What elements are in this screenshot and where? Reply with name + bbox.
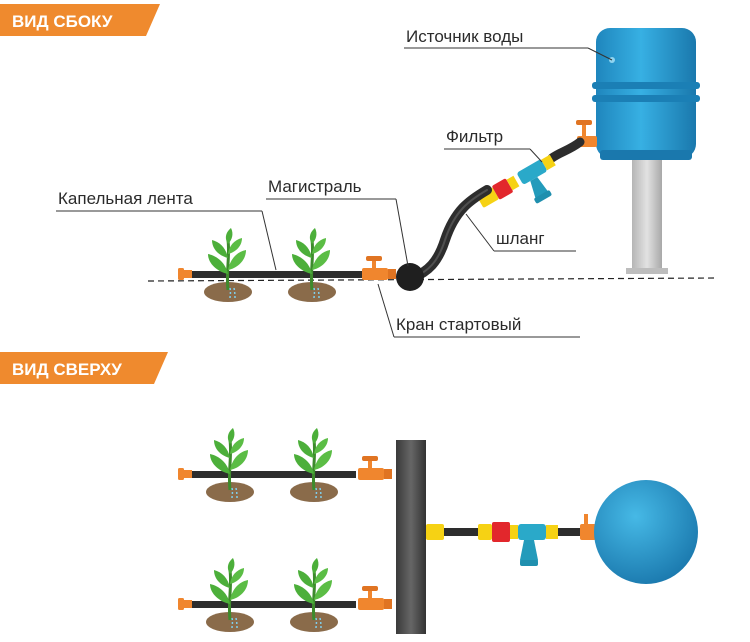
label-start-valve: Кран стартовый <box>377 283 580 338</box>
label-filter-text: Фильтр <box>446 127 503 146</box>
hose <box>407 185 492 283</box>
drip-tape-top-1 <box>184 471 356 478</box>
plant-side-2 <box>286 226 338 304</box>
label-main-line-text: Магистраль <box>268 177 362 196</box>
side-view-banner: ВИД СБОКУ <box>0 4 160 36</box>
water-tank-top <box>594 480 698 584</box>
start-valve-top-1 <box>358 456 392 480</box>
water-tank <box>592 28 700 160</box>
label-hose-text: шланг <box>496 229 545 248</box>
label-start-valve-text: Кран стартовый <box>396 315 521 334</box>
end-cap-side <box>178 268 192 280</box>
plant-top-2 <box>288 426 340 504</box>
label-water-source: Источник воды <box>404 27 613 61</box>
label-water-source-text: Источник воды <box>406 27 523 46</box>
end-cap-top-1 <box>178 468 192 480</box>
drip-tape-side <box>184 271 364 278</box>
end-cap-top-2 <box>178 598 192 610</box>
plant-top-3 <box>204 556 256 634</box>
hose-upper <box>547 137 585 163</box>
tank-stand <box>626 160 668 274</box>
feed-line-top <box>426 514 596 566</box>
ground-line <box>147 277 719 282</box>
plant-top-4 <box>288 556 340 634</box>
plant-side-1 <box>202 226 254 304</box>
top-view-banner: ВИД СВЕРХУ <box>0 352 168 384</box>
start-valve-side <box>362 256 396 280</box>
drip-tape-top-2 <box>184 601 356 608</box>
start-valve-top-2 <box>358 586 392 610</box>
label-hose: шланг <box>465 213 576 252</box>
main-line-top <box>396 440 426 634</box>
plant-top-1 <box>204 426 256 504</box>
label-drip-tape: Капельная лента <box>56 189 277 271</box>
filter-assembly <box>477 154 560 208</box>
main-line-side <box>396 263 424 291</box>
label-filter: Фильтр <box>444 127 543 163</box>
label-main-line: Магистраль <box>266 177 409 267</box>
label-drip-tape-text: Капельная лента <box>58 189 193 208</box>
top-view-banner-text: ВИД СВЕРХУ <box>12 360 122 379</box>
side-view-banner-text: ВИД СБОКУ <box>12 12 113 31</box>
